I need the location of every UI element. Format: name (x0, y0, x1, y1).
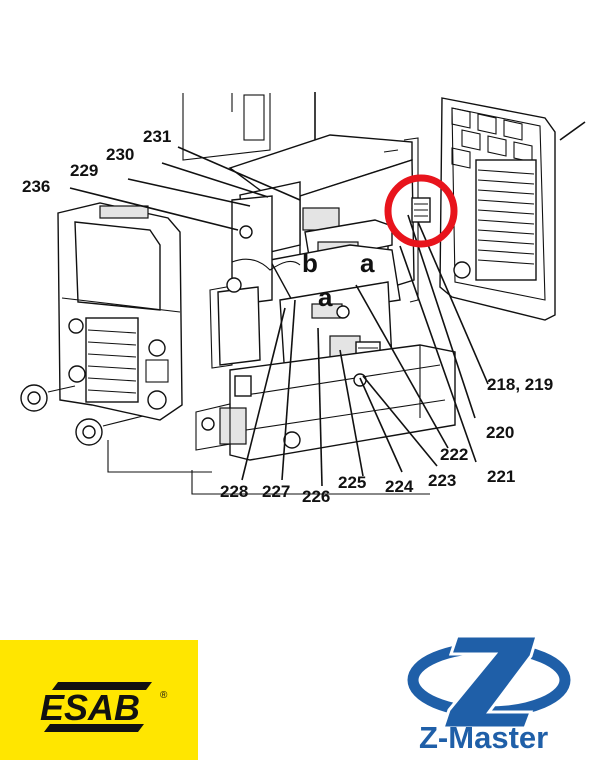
zmaster-logo: Z-Master (407, 634, 571, 755)
callout-224: 224 (385, 477, 414, 496)
callout-229: 229 (70, 161, 98, 180)
marker-a-upper: a (360, 248, 375, 278)
side-bracket (209, 195, 301, 369)
esab-logo-registered: ® (160, 690, 168, 701)
callout-218-219: 218, 219 (487, 375, 553, 394)
marker-a-lower: a (318, 282, 333, 312)
esab-logo-background (0, 640, 198, 760)
highlight-circle (384, 174, 458, 248)
loose-knobs (20, 384, 430, 495)
leader-lines (69, 146, 489, 487)
esab-logo-bar-bottom (44, 724, 144, 732)
exploded-parts-diagram: 231 230 229 236 218, 219 220 222 221 223… (20, 92, 586, 506)
callout-221: 221 (487, 467, 515, 486)
rear-panel (439, 97, 586, 321)
callout-223: 223 (428, 471, 456, 490)
zmaster-logo-text: Z-Master (419, 720, 548, 755)
callout-227: 227 (262, 482, 290, 501)
esab-logo: ESAB ® (0, 640, 198, 760)
marker-b: b (302, 248, 318, 278)
zmaster-z-mark (440, 634, 540, 730)
callout-222: 222 (440, 445, 468, 464)
callout-230: 230 (106, 145, 134, 164)
front-panel (57, 202, 183, 421)
callout-220: 220 (486, 423, 514, 442)
callout-231: 231 (143, 127, 171, 146)
callout-236: 236 (22, 177, 50, 196)
esab-logo-text: ESAB (40, 687, 140, 728)
callout-225: 225 (338, 473, 366, 492)
internal-boards (239, 181, 401, 379)
esab-logo-bar-top (52, 682, 152, 690)
callout-226: 226 (302, 487, 330, 506)
callout-228: 228 (220, 482, 248, 501)
